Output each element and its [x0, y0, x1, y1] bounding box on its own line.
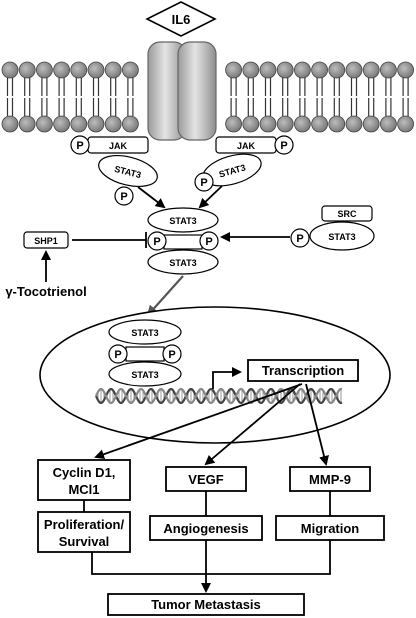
dna-strand: [95, 387, 343, 405]
tumor-metastasis-label: Tumor Metastasis: [151, 597, 261, 612]
lipid-head: [259, 61, 277, 79]
lipid-head: [70, 61, 88, 79]
cyto-dimer-phospho-left: P: [153, 236, 160, 248]
outcome-angiogenesis: Angiogenesis: [149, 515, 263, 541]
lipid-head: [18, 115, 36, 133]
lipid-head: [311, 115, 329, 133]
lipid-head: [345, 115, 363, 133]
lipid-head: [121, 61, 139, 79]
cyto-dimer-bottom-label: STAT3: [169, 258, 196, 268]
promoter-arrow: [212, 367, 242, 389]
src-phospho: P: [296, 233, 303, 245]
nuclear-translocation-arrow: [146, 275, 184, 317]
src-stat3-label: STAT3: [328, 232, 355, 242]
lipid-head: [328, 115, 346, 133]
angiogenesis-label: Angiogenesis: [163, 521, 248, 536]
proliferation-label-line1: Proliferation/: [44, 517, 125, 532]
il6-label: IL6: [172, 12, 191, 27]
dna-helix: [95, 387, 343, 405]
transcription-box: Transcription: [247, 359, 359, 382]
arrow-to-cyclin: [94, 383, 303, 460]
lipid-head: [242, 115, 260, 133]
target-vegf: VEGF: [165, 466, 247, 492]
lipid-head: [53, 61, 70, 79]
outcome-migration: Migration: [275, 515, 385, 541]
lipid-head: [293, 115, 311, 133]
lipid-head: [1, 61, 19, 79]
src-complex: SRC STAT3 P: [290, 205, 375, 251]
lipid-head: [397, 115, 415, 133]
lipid-head: [225, 115, 243, 133]
lipid-head: [362, 61, 380, 79]
right-jak-phospho: P: [280, 140, 287, 152]
lipid-head: [293, 61, 311, 79]
migration-label: Migration: [301, 521, 360, 536]
src-label: SRC: [337, 209, 357, 219]
cyclin-label-line1: Cyclin D1,: [53, 465, 116, 480]
lipid-head: [53, 115, 70, 133]
vegf-label: VEGF: [188, 472, 223, 487]
lipid-head: [379, 115, 397, 133]
shp1-label: SHP1: [34, 236, 58, 246]
cytoplasmic-stat3-dimer: STAT3 STAT3 P P: [147, 207, 219, 275]
arrow-to-vegf: [204, 383, 301, 466]
shp1-inhibitor: SHP1: [23, 231, 69, 249]
lipid-head: [276, 115, 294, 133]
cyto-dimer-top-label: STAT3: [169, 216, 196, 226]
right-stat3-phospho: P: [200, 177, 207, 189]
right-jak-label: JAK: [237, 141, 256, 151]
outcome-proliferation: Proliferation/ Survival: [37, 511, 131, 553]
left-activation-arrow: [137, 186, 166, 209]
il6-receptor: [147, 41, 217, 141]
target-mmp9: MMP-9: [289, 466, 371, 492]
lipid-head: [121, 115, 139, 133]
proliferation-label-line2: Survival: [59, 534, 110, 549]
mmp9-label: MMP-9: [309, 472, 351, 487]
lipid-head: [242, 61, 260, 79]
nuc-dimer-bottom-label: STAT3: [131, 370, 158, 380]
left-jak-complex: JAK P STAT3 P: [70, 135, 158, 206]
nuc-dimer-top-label: STAT3: [131, 328, 158, 338]
lipid-head: [225, 61, 243, 79]
lipid-head: [1, 115, 19, 133]
lipid-head: [70, 115, 88, 133]
lipid-head: [397, 61, 415, 79]
tocotrienol-label: γ-Tocotrienol: [5, 284, 86, 299]
lipid-head: [87, 61, 105, 79]
lipid-head: [104, 61, 122, 79]
transcription-label: Transcription: [262, 363, 344, 378]
left-stat3-phospho: P: [120, 191, 127, 203]
lipid-head: [345, 61, 363, 79]
lipid-head: [328, 61, 346, 79]
lipid-head: [259, 115, 277, 133]
lipid-head: [379, 61, 397, 79]
lipid-head: [276, 61, 294, 79]
tumor-metastasis-box: Tumor Metastasis: [107, 593, 305, 616]
arrow-to-mmp9: [305, 383, 329, 466]
il6-ligand: IL6: [145, 1, 217, 37]
lipid-head: [311, 61, 329, 79]
lipid-head: [36, 115, 53, 133]
lipid-head: [18, 61, 36, 79]
target-cyclin-mcl1: Cyclin D1, MCl1: [37, 459, 131, 501]
dna-strand: [95, 387, 343, 405]
right-activation-arrow: [198, 185, 223, 209]
lipid-head: [362, 115, 380, 133]
left-jak-phospho: P: [76, 140, 83, 152]
lipid-head: [104, 115, 122, 133]
right-jak-complex: JAK P STAT3 P: [194, 135, 294, 192]
cyclin-label-line2: MCl1: [68, 482, 99, 497]
lipid-head: [87, 115, 105, 133]
left-jak-label: JAK: [109, 141, 128, 151]
convergence-line: [91, 540, 331, 575]
cell-membrane: [1, 61, 415, 133]
nuc-dimer-phospho-right: P: [168, 349, 175, 361]
lipid-head: [36, 61, 53, 79]
cyto-dimer-phospho-right: P: [205, 236, 212, 248]
nuclear-stat3-dimer: STAT3 STAT3 P P: [108, 319, 182, 387]
nuc-dimer-phospho-left: P: [114, 349, 121, 361]
